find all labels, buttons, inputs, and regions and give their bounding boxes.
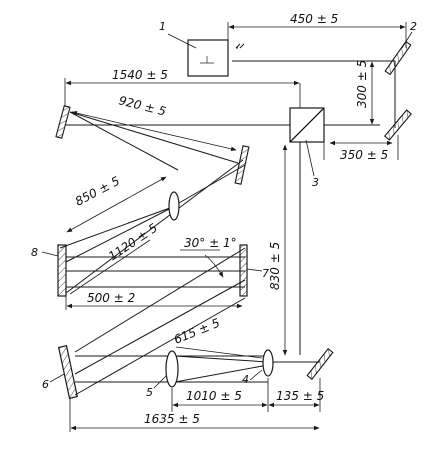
dim-text-830: 830 ± 5 [268, 242, 282, 290]
mirror-top-left [55, 105, 71, 139]
lens-upper [168, 191, 180, 221]
element-3-beamsplitter-cube [289, 107, 325, 143]
beam-5-4-upper [174, 355, 269, 363]
label-5: 5 [146, 386, 153, 399]
dim-text-135: 135 ± 5 [276, 389, 324, 403]
mirror-a-middle [234, 145, 250, 185]
element-5-lens [165, 350, 179, 388]
dim-line-1120 [69, 239, 151, 295]
emission-arrows-icon [235, 43, 245, 49]
angle-arrow [204, 254, 224, 278]
dim-text-350: 350 ± 5 [340, 148, 388, 162]
element-labels: 1 2 3 4 5 6 7 8 [31, 20, 417, 399]
dim-text-850: 850 ± 5 [73, 174, 122, 209]
dim-text-1010: 1010 ± 5 [186, 389, 242, 403]
beam-6-7-c [74, 297, 246, 396]
beam-6-7-b [74, 279, 246, 375]
element-6-grating [57, 345, 79, 399]
label-2: 2 [410, 20, 417, 33]
dim-line-850 [66, 176, 167, 233]
element-2-mirror [384, 40, 412, 76]
element-1-source [187, 39, 245, 77]
source-box [187, 39, 229, 77]
label-4: 4 [242, 373, 249, 386]
beam-to-mirror-a [69, 111, 239, 164]
dim-text-615: 615 ± 5 [172, 316, 222, 347]
dim-text-angle: 30° ± 1° [184, 236, 237, 250]
dim-text-450: 450 ± 5 [290, 12, 338, 26]
dim-text-300: 300 ± 5 [355, 60, 369, 108]
element-4-lens [262, 349, 274, 377]
dimension-lines [64, 22, 407, 432]
beam-5-4-lower [174, 364, 269, 383]
label-6: 6 [42, 378, 49, 391]
element-8-grating [57, 244, 67, 297]
dim-text-1635: 1635 ± 5 [144, 412, 200, 426]
label-8: 8 [31, 246, 38, 259]
label-1: 1 [159, 20, 166, 33]
dim-line-920 [71, 110, 237, 152]
dimension-texts: 450 ± 5 1540 ± 5 920 ± 5 300 ± 5 350 ± 5… [73, 12, 388, 426]
beam-to-lens-upper [69, 111, 179, 171]
beam-6-7-a [74, 247, 246, 353]
beam-paths [59, 60, 396, 396]
dim-text-500: 500 ± 2 [87, 291, 135, 305]
cube-diagonal [289, 107, 325, 143]
dim-text-1540: 1540 ± 5 [112, 68, 168, 82]
label-7: 7 [262, 267, 269, 280]
mirror-right-of-cube [383, 109, 413, 141]
label-3: 3 [312, 176, 319, 189]
dim-line-615 [175, 346, 263, 359]
dim-text-920: 920 ± 5 [117, 93, 167, 118]
element-7-grating [239, 244, 248, 297]
label-leaders [41, 31, 413, 389]
mirror-bottom-right [306, 347, 334, 381]
